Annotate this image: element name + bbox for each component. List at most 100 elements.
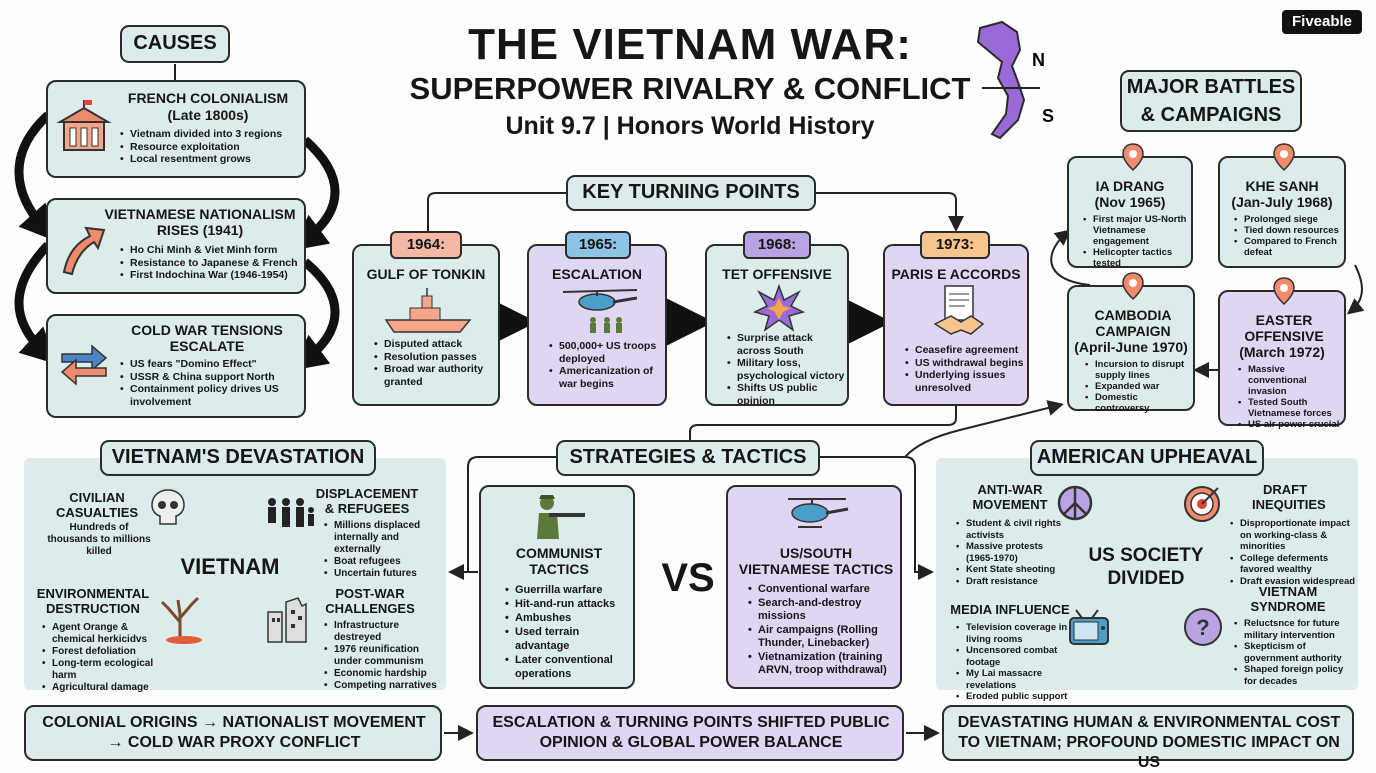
battle-easter-offensive: EASTER OFFENSIVE (March 1972) Massive co… — [1218, 277, 1346, 430]
map-pin-icon — [1273, 277, 1295, 306]
bullet: Ceasefire agreement — [905, 344, 1028, 357]
bullet: Resource exploitation — [120, 141, 303, 154]
bullet: Student & civil rights activists — [956, 518, 1066, 541]
battle-title: IA DRANG — [1095, 178, 1165, 194]
year-badge-1973: 1973: — [920, 231, 990, 259]
upheaval-header: AMERICAN UPHEAVAL — [1030, 440, 1264, 476]
cause-bullets: US fears "Domino Effect" USSR & China su… — [118, 358, 303, 408]
bullet: Eroded public support — [956, 691, 1074, 703]
bullet: 1976 reunification under communism — [324, 644, 444, 668]
bullet: Uncensored combat footage — [956, 645, 1074, 668]
television-icon — [1069, 609, 1109, 645]
us-tactics-bullets: Conventional warfare Search-and-destroy … — [746, 583, 902, 678]
summary-text: DEVASTATING HUMAN & ENVIRONMENTAL COST T… — [957, 714, 1341, 771]
bullet: US withdrawal begins — [905, 357, 1028, 370]
year-badge-1965: 1965: — [565, 231, 631, 259]
summary-text: COLONIAL ORIGINS → NATIONALIST MOVEMENT … — [42, 714, 426, 751]
strategies-header: STRATEGIES & TACTICS — [556, 440, 820, 476]
devastation-panel: CIVILIAN CASUALTIES Hundreds of thousand… — [24, 458, 446, 694]
rising-arrow-icon — [62, 226, 106, 276]
turning-point-title: PARIS E ACCORDS — [891, 266, 1021, 282]
cause-bullets: Vietnam divided into 3 regions Resource … — [118, 128, 303, 166]
bullet: Reluctsnce for future military intervent… — [1234, 618, 1356, 641]
battle-bullets: Prolonged siege Tied down resources Comp… — [1232, 214, 1346, 258]
bullet: College deferments favored wealthy — [1230, 553, 1356, 576]
bullet: Draft resistance — [956, 576, 1066, 588]
bullet: Broad war authority granted — [374, 363, 497, 388]
bullet: Agricultural damage — [42, 682, 170, 694]
turning-points-header: KEY TURNING POINTS — [566, 175, 816, 211]
bullet: Hit-and-run attacks — [505, 597, 635, 611]
bullet: Kent State sheoting — [956, 564, 1066, 576]
battle-bullets: First major US-North Vietnamese engageme… — [1081, 214, 1193, 269]
bullet: Used terrain advantage — [505, 625, 635, 653]
map-pin-icon — [1122, 272, 1144, 301]
turning-point-title: GULF OF TONKIN — [366, 266, 486, 282]
draft-title: DRAFT INEQUITIES — [1252, 482, 1326, 512]
devastation-center: VIETNAM — [180, 554, 280, 579]
cause-bullets: Ho Chi Minh & Viet Minh form Resistance … — [118, 244, 303, 282]
cause-subtitle: (Late 1800s) — [167, 107, 249, 123]
turning-point-1973: PARIS E ACCORDS Ceasefire agreement US w… — [883, 244, 1029, 406]
communist-title: COMMUNIST TACTICS — [515, 545, 603, 577]
upheaval-panel: ANTI-WAR MOVEMENT Student & civil rights… — [936, 458, 1358, 702]
bullet: My Lai massacre revelations — [956, 668, 1074, 691]
environmental-bullets: Agent Orange & chemical herkicidvs Fores… — [40, 622, 170, 694]
bullet: Tested South Vietnamese forces — [1238, 397, 1344, 419]
summary-devastating-cost: DEVASTATING HUMAN & ENVIRONMENTAL COST T… — [942, 705, 1354, 771]
bullet: Resistance to Japanese & French — [120, 257, 303, 270]
summary-escalation: ESCALATION & TURNING POINTS SHIFTED PUBL… — [476, 705, 904, 761]
summary-colonial-origins: COLONIAL ORIGINS → NATIONALIST MOVEMENT … — [24, 705, 442, 761]
peace-sign-icon — [1057, 485, 1093, 521]
bullet: Massive conventional invasion — [1238, 364, 1344, 397]
communist-bullets: Guerrilla warfare Hit-and-run attacks Am… — [503, 583, 635, 681]
civilian-casualties-text: Hundreds of thousands to millions killed — [47, 522, 151, 557]
bullet: Conventional warfare — [748, 583, 902, 597]
svg-text:?: ? — [1196, 615, 1209, 640]
bullet: Long-term ecological harm — [42, 658, 170, 682]
bullet: Later conventional operations — [505, 653, 635, 681]
bullet: Skepticism of government authority — [1234, 641, 1356, 664]
turning-point-bullets: Disputed attack Resolution passes Broad … — [372, 338, 497, 388]
cause-vietnamese-nationalism: VIETNAMESE NATIONALISM RISES (1941) Ho C… — [46, 198, 306, 294]
antiwar-bullets: Student & civil rights activists Massive… — [954, 518, 1066, 587]
battle-bullets: Massive conventional invasion Tested Sou… — [1236, 364, 1344, 430]
displacement-title: DISPLACEMENT & REFUGEES — [315, 486, 419, 516]
us-tactics-title: US/SOUTH VIETNAMESE TACTICS — [738, 545, 894, 577]
bullet: Military loss, psychological victory — [727, 357, 849, 382]
bullet: Ho Chi Minh & Viet Minh form — [120, 244, 303, 257]
handshake-document-icon — [933, 285, 985, 335]
battle-title: EASTER OFFENSIVE — [1244, 312, 1324, 344]
bullet: Underlying issues unresolved — [905, 369, 1028, 394]
bullet: Domestic controversy — [1085, 392, 1193, 414]
map-south-label: S — [1042, 106, 1054, 126]
us-tactics: US/SOUTH VIETNAMESE TACTICS Conventional… — [726, 485, 902, 689]
brand-logo[interactable]: Fiveable — [1282, 10, 1362, 34]
map-pin-icon — [1273, 143, 1295, 172]
battles-header: MAJOR BATTLES & CAMPAIGNS — [1120, 70, 1302, 132]
colonial-building-icon — [56, 100, 112, 151]
bullet: Air campaigns (Rolling Thunder, Lineback… — [748, 624, 902, 651]
bullet: Infrastructure destreyed — [324, 620, 444, 644]
bullet: Disputed attack — [374, 338, 497, 351]
bullet: Boat refugees — [324, 556, 444, 568]
battle-title: KHE SANH — [1245, 178, 1319, 194]
vs-label: VS — [661, 556, 715, 600]
bullet: Helicopter tactics tested — [1083, 247, 1193, 269]
turning-point-title: TET OFFENSIVE — [722, 266, 832, 282]
unit-label: Unit 9.7 | Honors World History — [505, 112, 875, 140]
battle-khe-sanh: KHE SANH (Jan-July 1968) Prolonged siege… — [1218, 143, 1346, 268]
battle-subtitle: (Jan-July 1968) — [1231, 194, 1333, 210]
bullet: Disproportionate impact on working-class… — [1230, 518, 1356, 553]
bullet: Vietnamization (training ARVN, troop wit… — [748, 651, 902, 678]
causes-header: CAUSES — [120, 25, 230, 63]
explosion-icon — [753, 284, 805, 332]
postwar-title: POST-WAR CHALLENGES — [325, 586, 415, 616]
bullet: First major US-North Vietnamese engageme… — [1083, 214, 1193, 247]
turning-point-1964: GULF OF TONKIN Disputed attack Resolutio… — [352, 244, 500, 406]
bullet: Surprise attack across South — [727, 332, 849, 357]
syndrome-title: VIETNAM SYNDROME — [1250, 584, 1326, 614]
bullet: Massive protests (1965-1970) — [956, 541, 1066, 564]
bullet: US air power crucial — [1238, 419, 1344, 430]
bullet: Forest defoliation — [42, 646, 170, 658]
